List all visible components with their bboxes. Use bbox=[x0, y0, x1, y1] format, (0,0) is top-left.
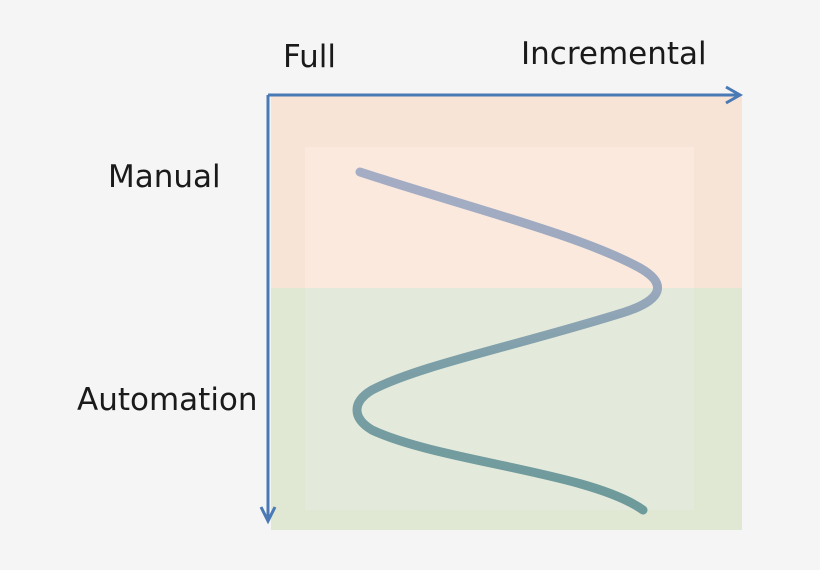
x-axis-start-label: Full bbox=[283, 39, 337, 75]
y-axis-arrowhead bbox=[259, 506, 277, 525]
x-axis-arrowhead bbox=[725, 85, 744, 105]
y-axis-bottom-label: Automation bbox=[77, 382, 258, 418]
automation-zone-inner bbox=[305, 288, 694, 510]
x-axis-end-label: Incremental bbox=[521, 36, 707, 72]
transition-curve bbox=[352, 167, 662, 515]
y-axis-top-label: Manual bbox=[108, 159, 221, 195]
